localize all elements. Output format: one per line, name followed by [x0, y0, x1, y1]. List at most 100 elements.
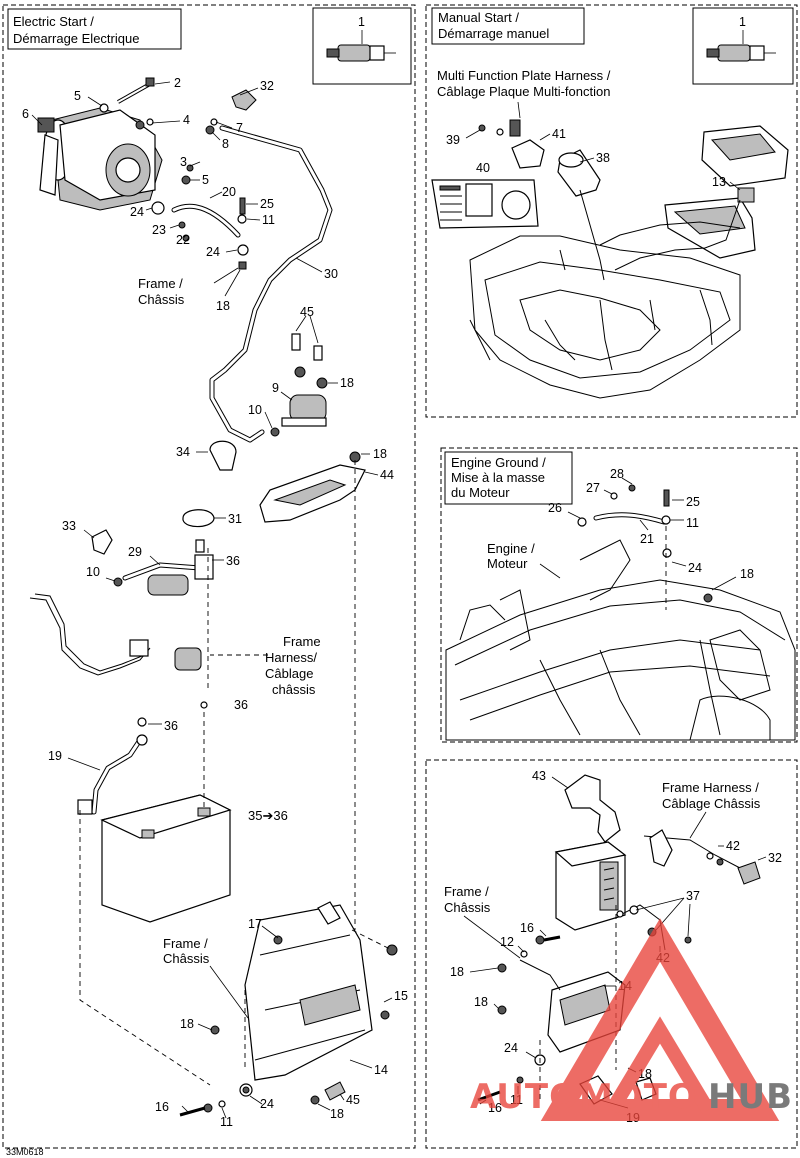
callout-15: 15 — [394, 989, 408, 1003]
callout-24b: 24 — [206, 245, 220, 259]
callout-18: 18 — [740, 567, 754, 581]
starter-relay-icon — [326, 44, 396, 62]
callout-18b: 18 — [340, 376, 354, 390]
callout-17: 17 — [248, 917, 262, 931]
callout-24c: 24 — [260, 1097, 274, 1111]
left-title-box — [7, 8, 182, 50]
callout-20: 20 — [222, 185, 236, 199]
left-title-line2: Démarrage Electrique — [13, 31, 139, 46]
callout-22: 22 — [176, 233, 190, 247]
mfp-label-1: Multi Function Plate Harness / — [437, 68, 611, 83]
right-mid-callouts: 28 27 25 26 11 21 Engine / Moteur 24 18 — [487, 467, 754, 591]
callout-32: 32 — [768, 851, 782, 865]
wire-38 — [579, 189, 605, 281]
mfp-label-2: Câblage Plaque Multi-fonction — [437, 84, 610, 99]
callout-16b: 16 — [488, 1101, 502, 1115]
callout-11: 11 — [510, 1093, 523, 1107]
left-panel-border — [2, 4, 416, 1149]
callout-36a: 36 — [226, 554, 240, 568]
rb-frame-label-2: Châssis — [444, 900, 491, 915]
callout-18b: 18 — [474, 995, 488, 1009]
nut-23 — [178, 221, 186, 229]
callout-32: 32 — [260, 79, 274, 93]
callout-2: 2 — [174, 76, 181, 90]
cap-34 — [209, 440, 237, 471]
frame-structure-top — [469, 221, 741, 399]
engine-ground-line2: Mise à la masse — [451, 470, 545, 485]
left-ref-box-number: 1 — [358, 15, 365, 29]
bracket-44 — [259, 451, 366, 523]
callout-13: 13 — [712, 175, 726, 189]
callout-3: 3 — [180, 155, 187, 169]
nut-5b — [181, 175, 191, 185]
callout-8: 8 — [222, 137, 229, 151]
callout-38: 38 — [596, 151, 610, 165]
bracket-43 — [564, 774, 621, 843]
frame-harness-2: Harness/ — [265, 650, 317, 665]
callout-18d: 18 — [180, 1017, 194, 1031]
right-bottom-panel-border — [425, 759, 798, 1149]
right-title-line2: Démarrage manuel — [438, 26, 549, 41]
cap-31 — [182, 509, 215, 528]
callout-44: 44 — [380, 468, 394, 482]
cap-32 — [231, 89, 257, 111]
callout-5a: 5 — [74, 89, 81, 103]
callout-12: 12 — [500, 935, 514, 949]
frame-label-1b: Châssis — [138, 292, 185, 307]
right-top-callouts: 39 41 40 38 13 — [446, 127, 741, 191]
frame-harness-3: Câblage — [265, 666, 313, 681]
callout-31: 31 — [228, 512, 242, 526]
callout-16a: 16 — [520, 921, 534, 935]
nut-4 — [135, 120, 145, 130]
callout-23: 23 — [152, 223, 166, 237]
callout-24: 24 — [504, 1041, 518, 1055]
frame-harness-1: Frame — [283, 634, 321, 649]
callout-11: 11 — [686, 516, 699, 530]
rb-frame-harness-2: Câblage Châssis — [662, 796, 761, 811]
callout-36c: 36 — [164, 719, 178, 733]
right-top-panel-border — [425, 4, 798, 418]
right-title-line1: Manual Start / — [438, 10, 519, 25]
callout-29: 29 — [128, 545, 142, 559]
battery-tray-14 — [179, 901, 398, 1117]
engine-ground-line3: du Moteur — [451, 485, 510, 500]
callout-11b: 11 — [220, 1115, 233, 1129]
callout-26: 26 — [548, 501, 562, 515]
callout-16: 16 — [155, 1100, 169, 1114]
right-ref-box-number: 1 — [739, 15, 746, 29]
frame-label-1: Frame / — [138, 276, 183, 291]
callout-45b: 45 — [346, 1093, 360, 1107]
callout-34: 34 — [176, 445, 190, 459]
engine-ground-title-box — [444, 451, 573, 505]
callout-6: 6 — [22, 107, 29, 121]
harness-relay — [129, 639, 208, 709]
starter-motor — [37, 107, 163, 211]
frame-harness-4: châssis — [272, 682, 316, 697]
callout-33: 33 — [62, 519, 76, 533]
callout-27: 27 — [586, 481, 600, 495]
callout-18a: 18 — [216, 299, 230, 313]
right-mid-panel-border — [440, 447, 798, 743]
callout-37: 37 — [686, 889, 700, 903]
footer-code: 33M0618 — [6, 1147, 44, 1157]
automotohub-watermark: AUTOMOTO HUB — [470, 918, 793, 1121]
callout-14: 14 — [374, 1063, 388, 1077]
callout-30: 30 — [324, 267, 338, 281]
callout-39: 39 — [446, 133, 460, 147]
watermark-text-hub: HUB — [708, 1077, 793, 1117]
callout-40: 40 — [476, 161, 490, 175]
callout-24a: 24 — [130, 205, 144, 219]
callout-18e: 18 — [330, 1107, 344, 1121]
left-callouts: 2 32 5 4 7 6 8 3 5 20 25 24 11 23 22 24 … — [6, 76, 408, 1157]
callout-11a: 11 — [262, 213, 275, 227]
callout-18a: 18 — [450, 965, 464, 979]
callout-43: 43 — [532, 769, 546, 783]
right-title-box — [431, 7, 585, 45]
connector-41 — [478, 119, 545, 169]
starter-relay-icon-2 — [706, 44, 776, 62]
frame-harness-wire — [29, 597, 151, 676]
rb-frame-harness-1: Frame Harness / — [662, 780, 759, 795]
washer-24a — [151, 201, 165, 215]
frame-label-2b: Châssis — [163, 951, 210, 966]
